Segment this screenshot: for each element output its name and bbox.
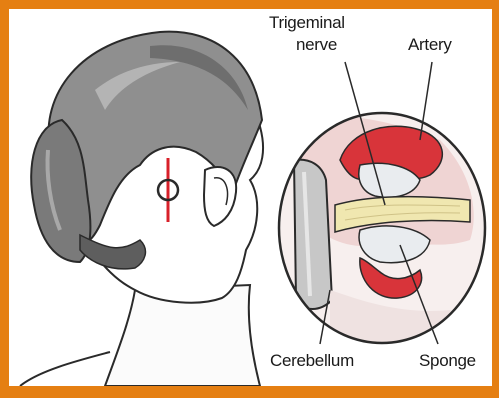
- label-trigeminal-line1: Trigeminal: [269, 13, 345, 32]
- magnified-view: [279, 100, 485, 360]
- head-illustration: [20, 32, 263, 386]
- illustration: Trigeminal nerve Artery Cerebellum Spong…: [9, 9, 492, 386]
- label-sponge: Sponge: [419, 351, 476, 370]
- retractor: [294, 160, 332, 309]
- label-trigeminal-line2: nerve: [296, 35, 337, 54]
- label-cerebellum: Cerebellum: [270, 351, 354, 370]
- label-artery: Artery: [408, 35, 452, 54]
- shoulder: [20, 352, 110, 386]
